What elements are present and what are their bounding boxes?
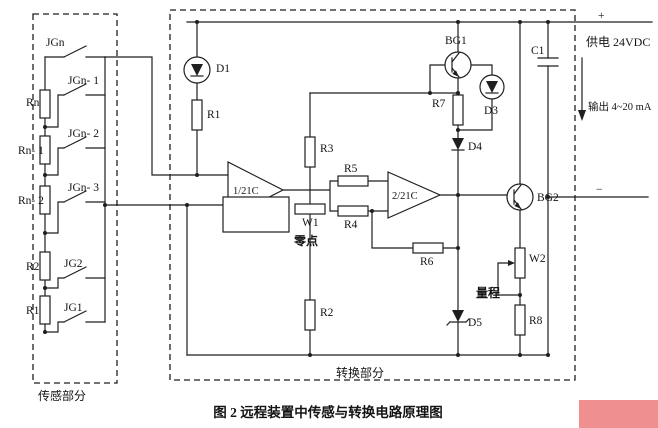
label-r8: R8: [529, 315, 543, 327]
resistor-r3: [304, 136, 316, 168]
label-d5: D5: [468, 317, 482, 329]
resistor-rn: [39, 89, 51, 119]
label-c1: C1: [531, 45, 545, 57]
label-jg2: JG2: [64, 258, 83, 270]
label-w1: W1: [302, 217, 319, 229]
output-current-arrow: [578, 110, 586, 121]
resistor-rn1: [39, 135, 51, 165]
resistor-r1-conv: [191, 99, 203, 131]
resistor-r1-sense: [39, 295, 51, 325]
label-jgn: JGn: [46, 37, 65, 49]
transistor-bg1: [444, 51, 472, 79]
label-d1: D1: [216, 63, 230, 75]
label-output: 输出 4~20 mA: [588, 100, 652, 113]
transistor-bg2: [506, 183, 534, 211]
conversion-section-label: 转换部分: [336, 365, 384, 380]
resistor-r2-sense: [39, 251, 51, 281]
label-jgn1: JGn- 1: [68, 75, 99, 87]
resistor-r5: [337, 175, 369, 187]
diode-d4: [451, 138, 465, 151]
label-opamp2: 2/21C: [392, 191, 418, 202]
opamp-1: [222, 161, 290, 233]
label-zero: 零点: [293, 233, 318, 248]
label-r6: R6: [420, 256, 434, 268]
resistor-rn2: [39, 185, 51, 215]
label-r2-conv: R2: [320, 307, 334, 319]
label-r7: R7: [432, 98, 446, 110]
resistor-r6: [412, 242, 444, 254]
junction-dots: [43, 20, 550, 357]
label-jg1: JG1: [64, 302, 83, 314]
resistor-r8: [514, 304, 526, 336]
resistor-r4: [337, 205, 369, 217]
label-r1-conv: R1: [207, 109, 221, 121]
watermark: [579, 400, 658, 428]
label-r5: R5: [344, 163, 358, 175]
label-r2-sense: R2: [26, 261, 40, 273]
wires: [44, 21, 653, 356]
diode-d1: [183, 56, 211, 84]
label-r4: R4: [344, 219, 358, 231]
label-rn: Rn: [26, 97, 40, 109]
label-range: 量程: [476, 285, 500, 300]
terminal-plus: +: [598, 10, 605, 22]
resistor-r2-conv: [304, 299, 316, 331]
sensing-section-box: [32, 13, 118, 384]
resistor-r7: [452, 94, 464, 126]
label-supply: 供电 24VDC: [586, 35, 650, 49]
potentiometer-w2: [508, 247, 526, 279]
label-jgn2: JGn- 2: [68, 128, 99, 140]
label-r3: R3: [320, 143, 334, 155]
label-bg1: BG1: [445, 35, 467, 47]
label-bg2: BG2: [537, 192, 559, 204]
label-d4: D4: [468, 141, 482, 153]
label-d3: D3: [484, 105, 498, 117]
sensing-section-label: 传感部分: [38, 388, 86, 403]
terminal-minus: −: [596, 184, 603, 196]
label-rn1: Rn- 1: [18, 145, 44, 157]
label-r1-sense: R1: [26, 305, 40, 317]
label-rn2: Rn- 2: [18, 195, 44, 207]
diode-d3: [479, 74, 505, 100]
conversion-section-box: [169, 9, 576, 381]
label-jgn3: JGn- 3: [68, 182, 99, 194]
label-w2: W2: [529, 253, 546, 265]
figure-caption: 图 2 远程装置中传感与转换电路原理图: [213, 404, 443, 420]
opamp-2: [387, 171, 442, 219]
label-opamp1: 1/21C: [233, 186, 259, 197]
diode-d5: [446, 310, 470, 326]
potentiometer-w1: [294, 203, 326, 215]
